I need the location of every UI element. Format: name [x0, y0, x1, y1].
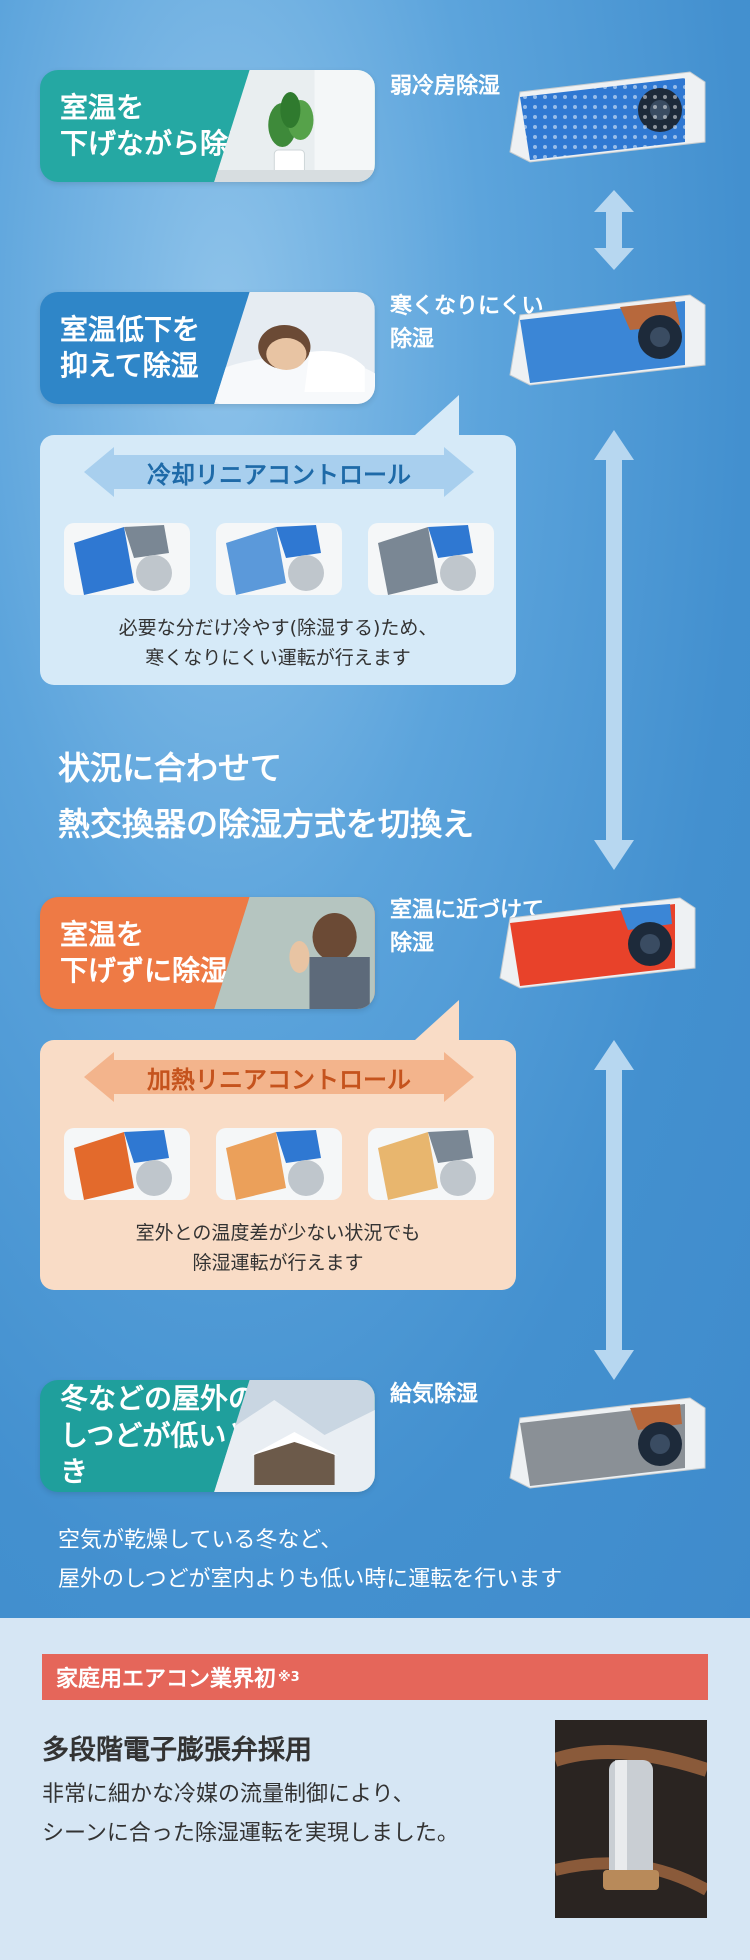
heat-exchanger-heat-2-icon: [216, 1128, 342, 1200]
heat-exchanger-heat-1-icon: [64, 1128, 190, 1200]
mode-label: 冬などの屋外の しつどが低いとき: [60, 1382, 257, 1489]
ac-unit-heating-icon: [499, 897, 696, 989]
industry-first-bar: 家庭用エアコン業界初※3: [42, 1654, 708, 1700]
heat-linear-control-panel: 加熱リニアコントロール: [40, 1000, 516, 1290]
mode-label: 室温を 下げずに除湿: [60, 917, 229, 987]
heat-panel-description: 室外との温度差が少ない状況でも 除湿運転が行えます: [135, 1222, 421, 1275]
heat-exchanger-cool-2-icon: [216, 523, 342, 595]
heat-exchanger-cool-3-icon: [368, 523, 494, 595]
ac-unit-cooling-icon: [509, 71, 706, 163]
double-arrow-banner-icon: [84, 447, 474, 497]
mode-card-winter-low-humidity: 冬などの屋外の しつどが低いとき: [40, 1380, 375, 1492]
mode-title-hard-to-chill: 寒くなりにくい 除湿: [390, 294, 544, 352]
switch-arrow-icon: [594, 1040, 634, 1380]
cool-banner-label: 冷却リニアコントロール: [147, 460, 411, 489]
mode-label: 室温低下を 抑えて除湿: [60, 312, 201, 382]
cool-linear-control-panel: 冷却リニアコントロール: [40, 395, 516, 685]
industry-first-label: 家庭用エアコン業界初: [56, 1667, 277, 1692]
cool-units-row: [64, 513, 494, 605]
callout-tail: [415, 1000, 459, 1040]
valve-description: 非常に細かな冷媒の流量制御により、 シーンに合った除湿運転を実現しました。: [42, 1782, 459, 1846]
switch-arrow-long-icon: [594, 430, 634, 870]
ac-unit-linear-cooling-icon: [509, 294, 706, 386]
cool-panel-description: 必要な分だけ冷やす(除湿する)ため、 寒くなりにくい運転が行えます: [118, 617, 438, 670]
double-arrow-banner-icon: [84, 1052, 474, 1102]
heat-banner-label: 加熱リニアコントロール: [147, 1065, 411, 1094]
mode-title-near-room-temp: 室温に近づけて 除湿: [390, 898, 545, 956]
headline: 状況に合わせて 熱交換器の除湿方式を切換え: [58, 749, 475, 843]
expansion-valve-photo: [555, 1720, 707, 1918]
switch-arrow-icon: [594, 190, 634, 270]
callout-tail: [415, 395, 459, 435]
upper-section: 室温を 下げながら除湿 弱冷房除湿: [0, 0, 750, 1618]
mode-card-suppress-temp-drop: 室温低下を 抑えて除湿: [40, 292, 375, 404]
footnote-marker: ※3: [278, 1669, 300, 1685]
valve-title: 多段階電子膨張弁採用: [42, 1735, 312, 1766]
mode-card-no-temp-drop: 室温を 下げずに除湿: [40, 897, 375, 1009]
heat-exchanger-cool-1-icon: [64, 523, 190, 595]
heat-exchanger-heat-3-icon: [368, 1128, 494, 1200]
winter-description: 空気が乾燥している冬など、 屋外のしつどが室内よりも低い時に運転を行います: [58, 1528, 563, 1592]
mode-title-weak-cooling: 弱冷房除湿: [390, 74, 501, 99]
heat-units-row: [64, 1118, 494, 1210]
mode-title-supply-air: 給気除湿: [390, 1382, 479, 1407]
mode-card-cooling-dehumidify: 室温を 下げながら除湿: [40, 70, 375, 182]
ac-unit-supply-air-icon: [509, 1397, 706, 1489]
